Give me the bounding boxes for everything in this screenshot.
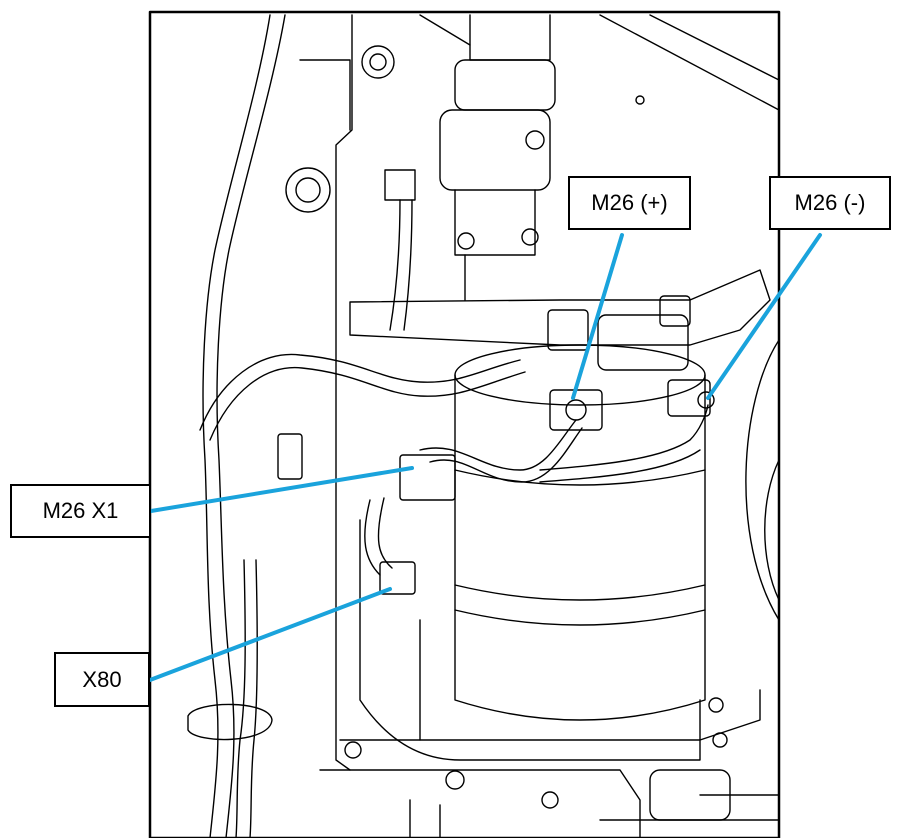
left-cable-harness: [187, 14, 286, 838]
callout-m26-x1: M26 X1: [10, 484, 151, 538]
right-side-components: [599, 339, 780, 821]
steering-shaft: [439, 14, 556, 301]
motor-body: [454, 344, 715, 721]
leader-line-m26-x1: [149, 466, 414, 513]
drawing-frame: [148, 10, 781, 838]
mounting-bracket: [349, 269, 771, 371]
callout-m26-plus: M26 (+): [568, 176, 691, 230]
leader-line-m26-plus: [571, 233, 624, 400]
side-panel: [285, 14, 395, 771]
leader-line-x80: [148, 587, 392, 682]
leader-line-m26-minus: [706, 233, 822, 400]
callout-x80: X80: [54, 652, 150, 707]
gear-housing: [319, 519, 761, 838]
motor-cables: [199, 169, 709, 595]
upper-panel: [419, 14, 780, 111]
callout-m26-minus: M26 (-): [769, 176, 891, 230]
